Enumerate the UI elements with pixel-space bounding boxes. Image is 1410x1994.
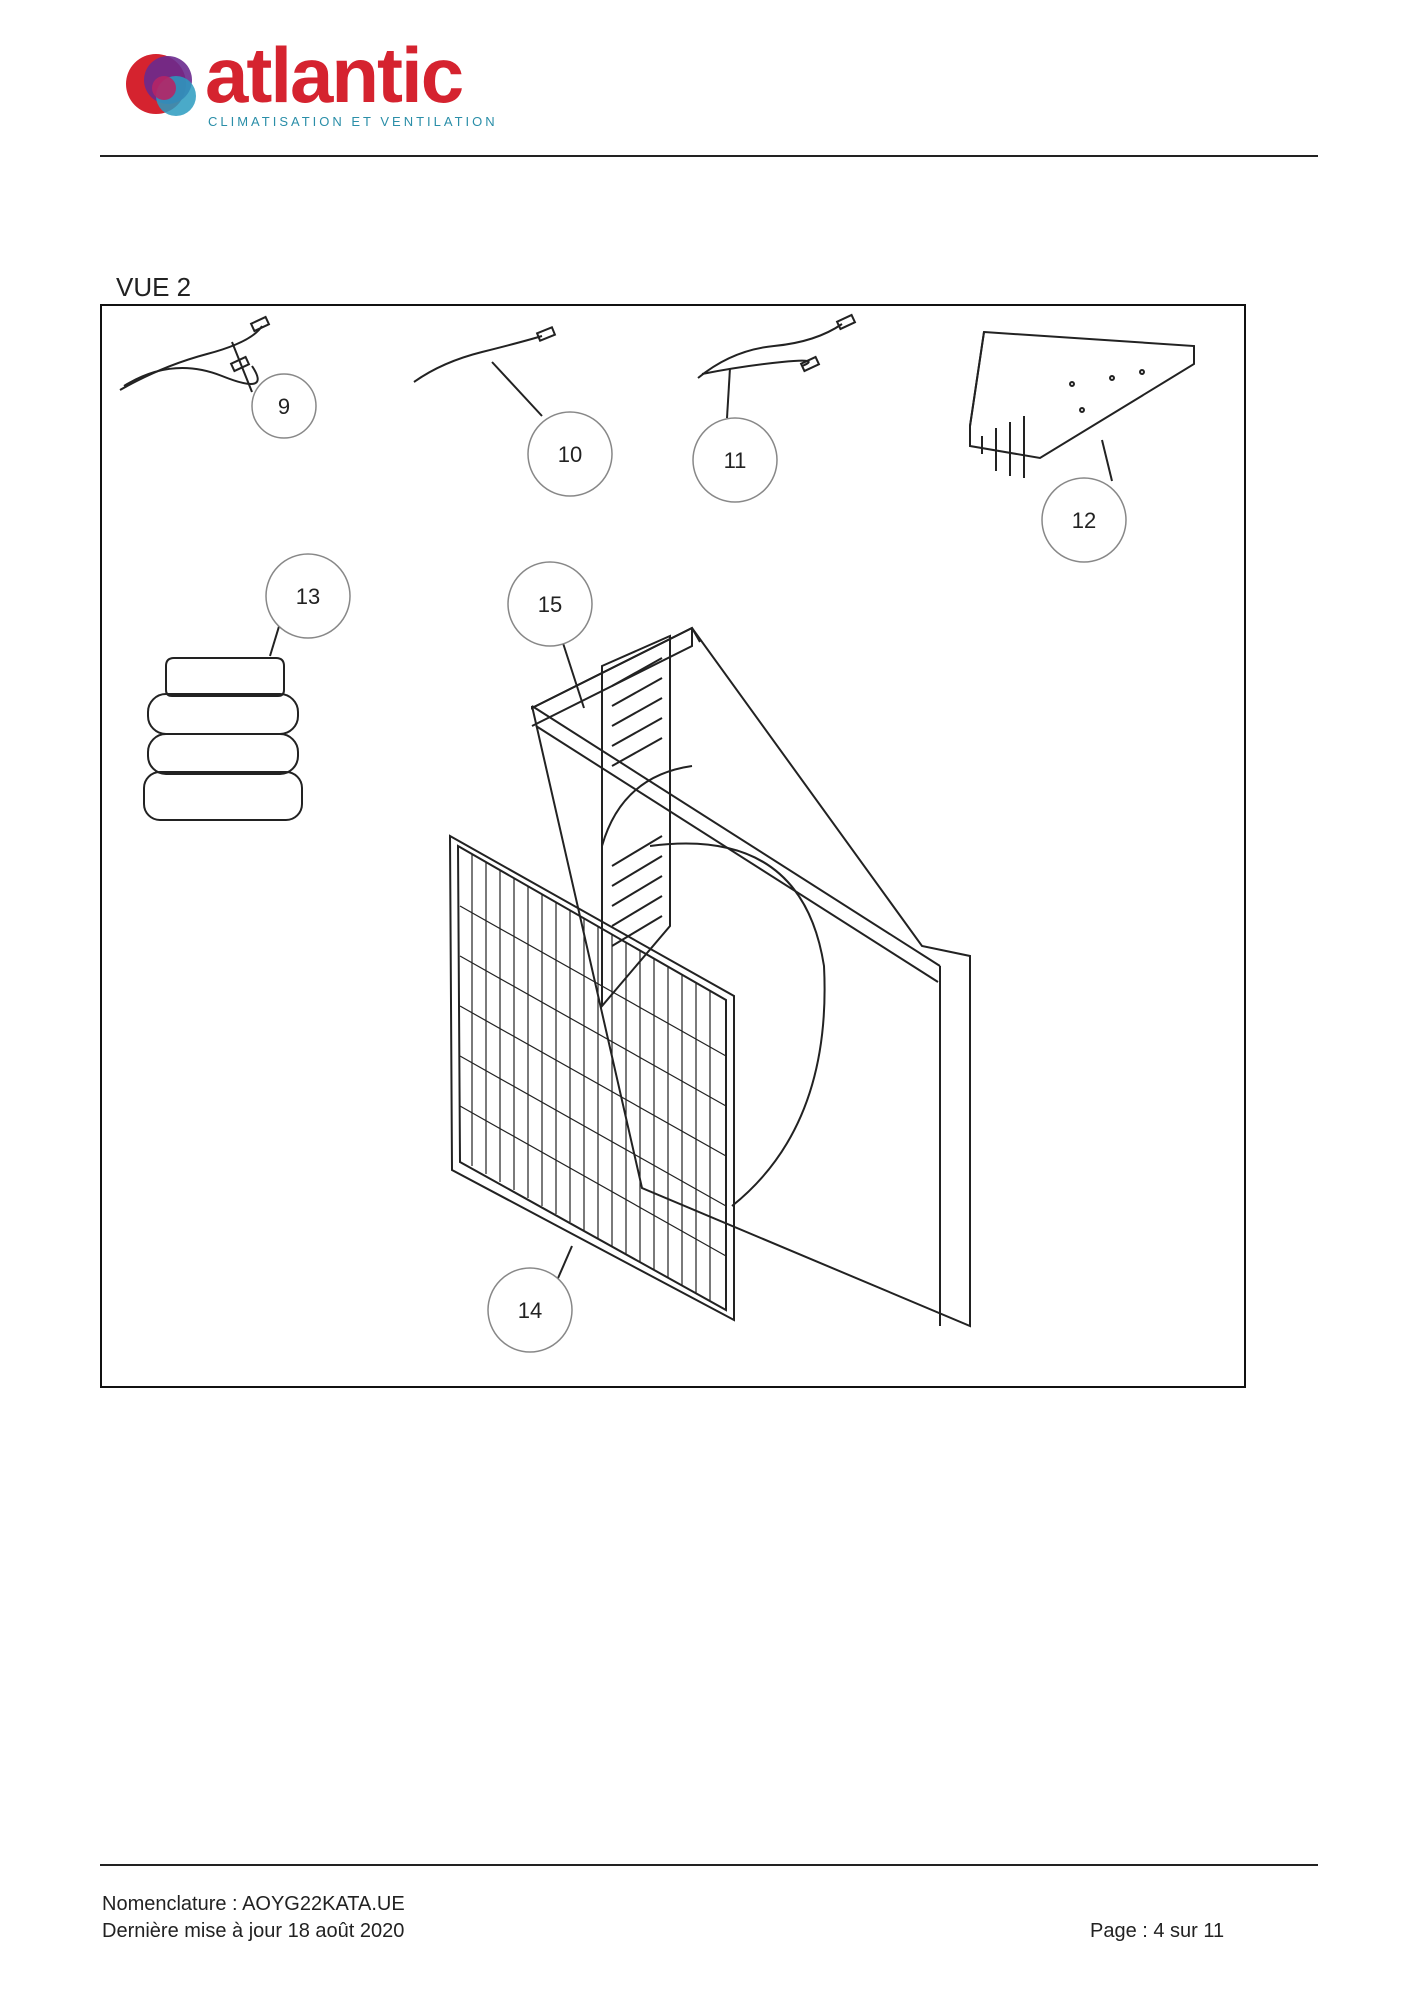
callout-10 <box>527 411 613 497</box>
footer-divider <box>100 1864 1318 1866</box>
view-title: VUE 2 <box>116 272 192 302</box>
sensor-cable-11-icon <box>697 313 857 419</box>
footer-last-updated: Dernière mise à jour 18 août 2020 <box>102 1920 405 1942</box>
rubber-bellows-13-icon <box>143 609 303 821</box>
exploded-view-figure: 9 10 11 12 13 14 15 <box>100 304 1246 1388</box>
footer-page-number: Page : 4 sur 11 <box>1090 1920 1225 1942</box>
callout-label-15: 15 <box>538 592 562 617</box>
exploded-view-drawing: 9 10 11 12 13 14 15 <box>119 313 1195 1353</box>
callout-11 <box>692 417 778 503</box>
callout-12 <box>1041 477 1127 563</box>
front-grille-14-icon <box>448 834 735 1322</box>
footer-nomenclature: Nomenclature : AOYG22KATA.UE <box>102 1893 405 1915</box>
callout-label-10: 10 <box>558 442 582 467</box>
sensor-cable-9-icon <box>119 315 271 393</box>
callout-label-14: 14 <box>518 1298 542 1323</box>
callout-14 <box>487 1267 573 1353</box>
rear-panel-15-icon <box>531 626 971 1328</box>
callout-9 <box>251 373 317 439</box>
callout-label-13: 13 <box>296 584 320 609</box>
callout-13 <box>265 553 351 639</box>
callout-label-12: 12 <box>1072 508 1096 533</box>
brand-logo: atlantic CLIMATISATION ET VENTILATION <box>120 31 500 134</box>
callout-label-9: 9 <box>278 394 290 419</box>
callout-15 <box>507 561 593 647</box>
brand-tagline: CLIMATISATION ET VENTILATION <box>208 114 498 129</box>
logo-mark-icon <box>126 54 196 116</box>
callout-circles <box>251 373 1127 1353</box>
brand-name: atlantic <box>205 31 464 119</box>
header-divider <box>100 155 1318 157</box>
callout-label-11: 11 <box>724 448 747 473</box>
sensor-cable-10-icon <box>413 325 557 417</box>
heat-sink-12-icon <box>969 330 1195 482</box>
